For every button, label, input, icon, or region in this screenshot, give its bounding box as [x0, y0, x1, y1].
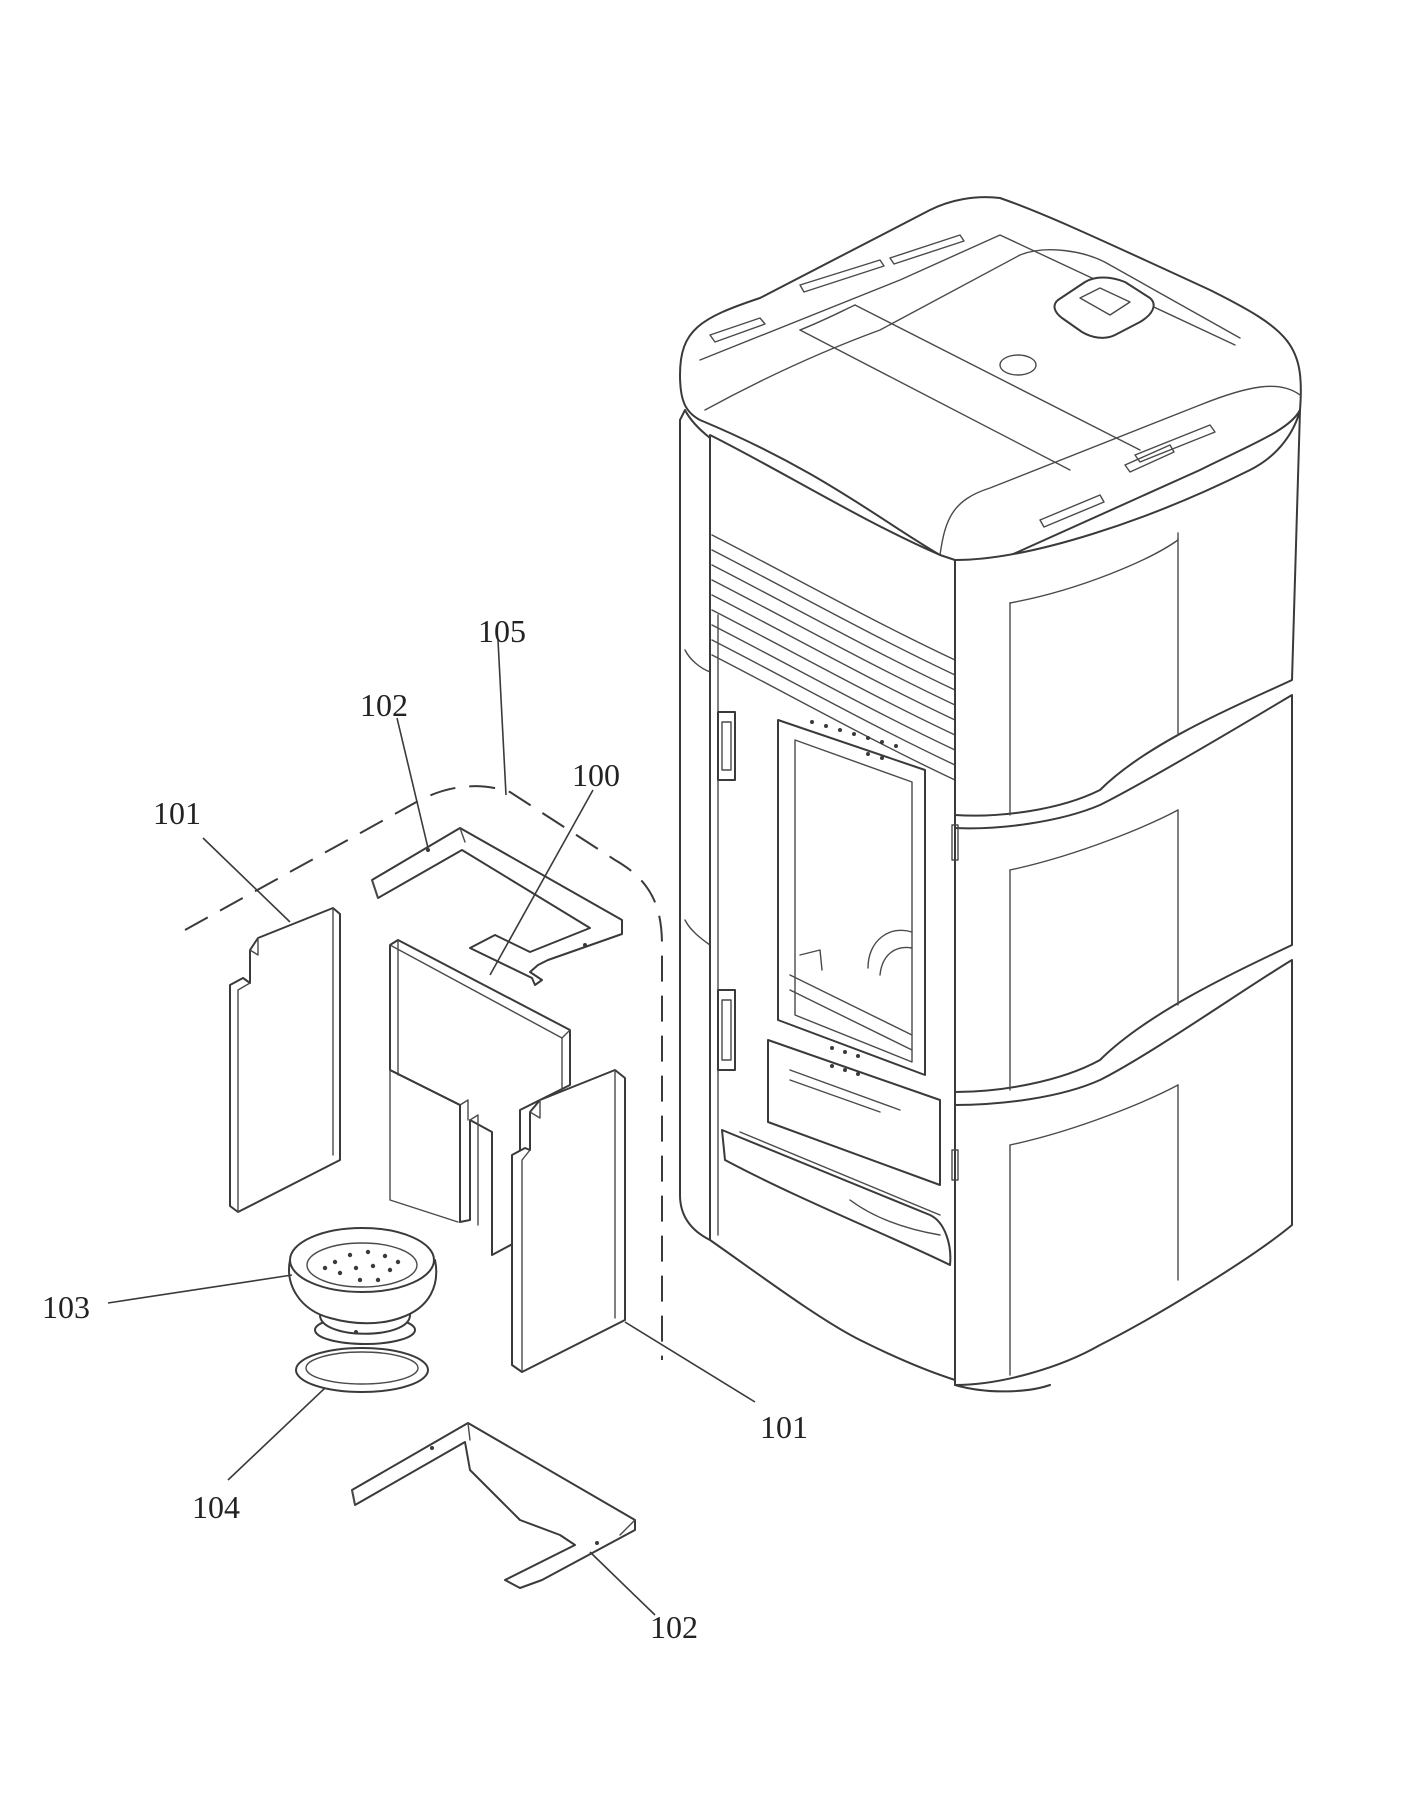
stove-body: [679, 196, 1302, 1393]
label-101-left: 101: [153, 795, 201, 831]
part-labels: 105 102 100 101 103 101 104 102: [42, 613, 808, 1645]
door-hinge-lower: [717, 989, 736, 1071]
stove-left-side: [679, 409, 711, 1241]
side-brick-101-left: [229, 907, 341, 1213]
stove-top-cap: [679, 196, 1302, 567]
back-brick-100: [389, 939, 571, 1256]
firebox-lining-envelope: [184, 785, 663, 1360]
fire-window: [777, 719, 926, 1076]
gasket-ring-104: [295, 1347, 429, 1393]
label-105: 105: [478, 613, 526, 649]
top-bracket-102: [371, 827, 623, 986]
label-103: 103: [42, 1289, 90, 1325]
burn-pot-103: [288, 1227, 438, 1345]
label-104: 104: [192, 1489, 240, 1525]
stove-side-panel-middle: [954, 694, 1293, 1093]
stove-top-grille: [711, 534, 956, 781]
bottom-bracket-102: [351, 1422, 636, 1589]
control-panel: [1053, 276, 1155, 339]
label-100: 100: [572, 757, 620, 793]
lower-drawer: [721, 1129, 952, 1266]
leader-lines: [107, 639, 756, 1616]
stove-side-panel-bottom: [954, 959, 1293, 1386]
ash-drawer-panel: [767, 1039, 941, 1186]
label-101-right: 101: [760, 1409, 808, 1445]
label-102-top: 102: [360, 687, 408, 723]
side-brick-101-right: [511, 1069, 626, 1373]
stove-side-panel-top: [954, 409, 1301, 817]
label-102-bottom: 102: [650, 1609, 698, 1645]
